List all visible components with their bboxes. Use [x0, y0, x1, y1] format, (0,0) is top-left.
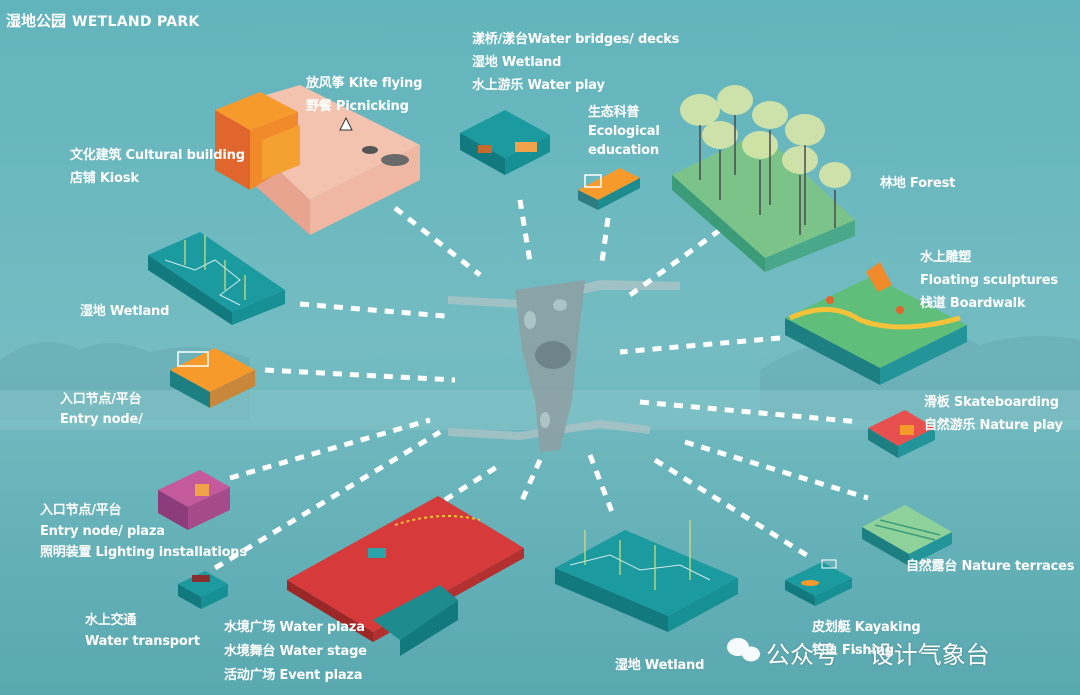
watermark: 公众号 · 设计气象台 [722, 632, 990, 672]
label-kite-flying: 放风筝 Kite flying 野餐 Picnicking [306, 72, 422, 118]
label-line: Floating sculptures [920, 273, 1058, 288]
label-line: 水上游乐 Water play [472, 78, 605, 93]
watermark-separator: · [850, 638, 858, 666]
label-line: 文化建筑 Cultural building [70, 148, 245, 163]
label-line: 生态科普 [588, 105, 640, 120]
water-transport-block [178, 571, 228, 609]
label-line: 漾桥/漾台Water bridges/ decks [472, 32, 680, 47]
connector-lines [213, 199, 869, 571]
ecological-education-block [578, 168, 640, 210]
label-line: 野餐 Picnicking [306, 99, 409, 114]
label-line: 活动广场 Event plaza [224, 668, 363, 683]
label-line: 水境广场 Water plaza [224, 620, 365, 635]
title-zh: 湿地公园 [6, 12, 67, 30]
label-line: education [588, 143, 659, 158]
skateboarding-block [868, 410, 935, 458]
label-water-bridges: 漾桥/漾台Water bridges/ decks 湿地 Wetland 水上游… [472, 28, 679, 97]
label-line: 钓鱼 Fishing [812, 643, 894, 658]
central-site-plan [448, 280, 680, 452]
label-forest: 林地 Forest [880, 172, 955, 195]
label-line: 放风筝 Kite flying [306, 76, 423, 91]
label-line: 入口节点/平台 [40, 503, 122, 518]
wetland-bottom-block [555, 520, 738, 632]
label-kayaking: 皮划艇 Kayaking 钓鱼 Fishing [812, 616, 921, 662]
label-floating-sculptures: 水上雕塑 Floating sculptures 栈道 Boardwalk [920, 246, 1058, 315]
label-line: 入口节点/平台 [60, 392, 142, 407]
label-line: Ecological [588, 124, 660, 139]
label-wetland-bottom: 湿地 Wetland [615, 654, 704, 677]
title-en: WETLAND PARK [72, 14, 200, 30]
label-line: Entry node/ plaza [40, 524, 165, 539]
watermark-prefix: 公众号 [766, 640, 838, 669]
watermark-name: 设计气象台 [869, 640, 990, 669]
label-line: 湿地 Wetland [472, 55, 562, 70]
label-ecological-education: 生态科普 Ecological education [588, 103, 660, 160]
label-wetland-left: 湿地 Wetland [80, 300, 169, 323]
label-line: 水上交通 [85, 613, 137, 628]
label-line: 滑板 Skateboarding [924, 395, 1059, 410]
label-line: 湿地 Wetland [80, 304, 170, 319]
kayaking-block [785, 559, 852, 606]
label-line: Entry node/ [60, 412, 143, 427]
wechat-logo [727, 638, 760, 662]
entry-plaza-block [158, 470, 230, 530]
label-entry-plaza: 入口节点/平台 Entry node/ plaza 照明装置 Lighting … [40, 500, 247, 563]
water-plaza-block [287, 496, 524, 656]
label-line: 水境舞台 Water stage [224, 644, 367, 659]
nature-terraces-block [862, 505, 952, 566]
wetland-left-block [148, 232, 285, 325]
label-nature-terraces: 自然露台 Nature terraces [906, 555, 1074, 578]
label-line: 湿地 Wetland [615, 658, 705, 673]
label-water-plaza: 水境广场 Water plaza 水境舞台 Water stage 活动广场 E… [224, 616, 367, 688]
label-line: 店铺 Kiosk [70, 171, 139, 186]
label-line: 栈道 Boardwalk [920, 296, 1026, 311]
entry-node-block [170, 348, 255, 408]
page-title: 湿地公园 WETLAND PARK [6, 10, 200, 31]
label-entry-node: 入口节点/平台 Entry node/ [60, 390, 143, 430]
floating-sculptures-block [785, 262, 967, 385]
forest-block [672, 85, 855, 272]
water-bridges-block [460, 110, 550, 175]
label-line: 林地 Forest [880, 176, 956, 191]
cultural-building-block [215, 85, 420, 235]
label-line: 自然露台 Nature terraces [906, 559, 1075, 574]
label-line: 自然游乐 Nature play [924, 418, 1063, 433]
label-line: 皮划艇 Kayaking [812, 620, 921, 635]
label-skateboarding: 滑板 Skateboarding 自然游乐 Nature play [924, 391, 1063, 437]
label-cultural-building: 文化建筑 Cultural building 店铺 Kiosk [70, 144, 245, 190]
label-water-transport: 水上交通 Water transport [85, 610, 200, 652]
label-line: 水上雕塑 [920, 250, 972, 265]
label-line: Water transport [85, 634, 200, 649]
label-line: 照明装置 Lighting installations [40, 545, 247, 560]
